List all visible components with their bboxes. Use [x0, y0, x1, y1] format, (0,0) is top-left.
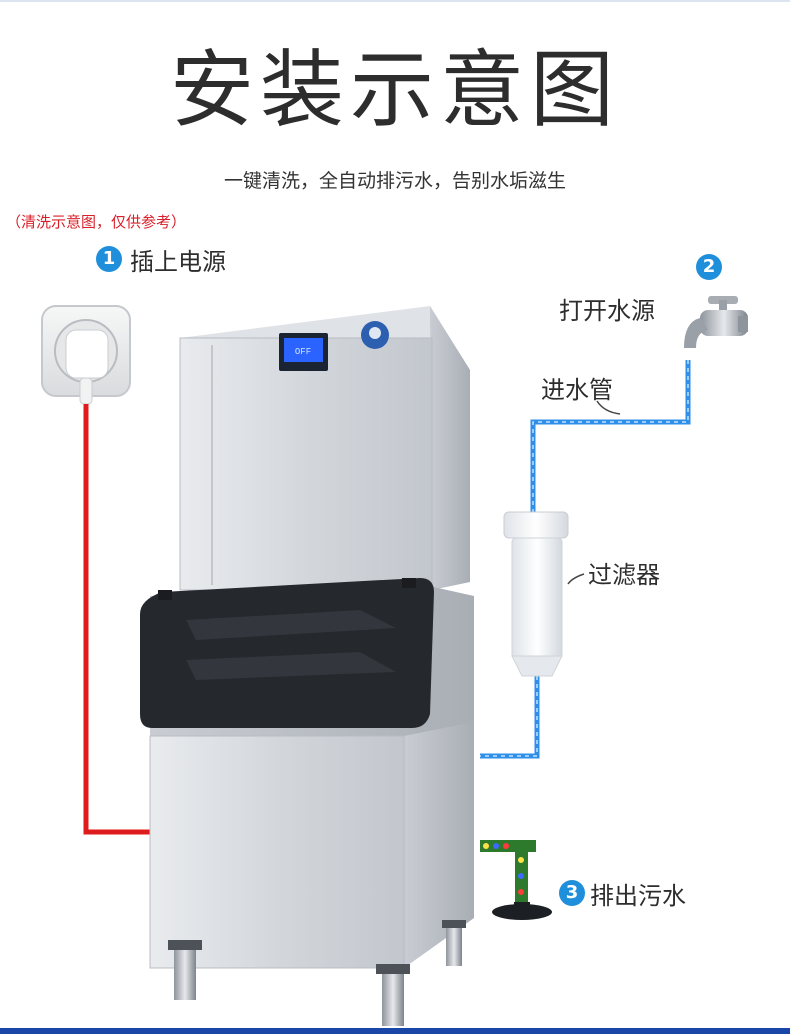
drain-pipe [480, 840, 552, 920]
step-1-label: 插上电源 [130, 242, 226, 277]
inlet-pipe-label: 进水管 [541, 370, 613, 405]
water-filter [504, 512, 568, 676]
step-2-badge: 2 [696, 254, 722, 280]
machine-leg [382, 968, 404, 1026]
machine-leg [446, 924, 462, 966]
bottom-bar [0, 1028, 790, 1034]
machine-leg [174, 944, 196, 1000]
water-faucet [684, 296, 748, 348]
ice-machine: OFF [140, 306, 474, 1026]
bin-door [140, 578, 434, 728]
step-3-label: 排出污水 [590, 876, 686, 911]
step-2-label: 打开水源 [559, 291, 655, 326]
step-3-badge: 3 [559, 880, 585, 906]
wall-socket [42, 306, 130, 404]
filter-label: 过滤器 [588, 555, 660, 590]
step-1-badge: 1 [96, 246, 122, 272]
display-text: OFF [295, 347, 311, 357]
filter-leader [568, 574, 584, 584]
